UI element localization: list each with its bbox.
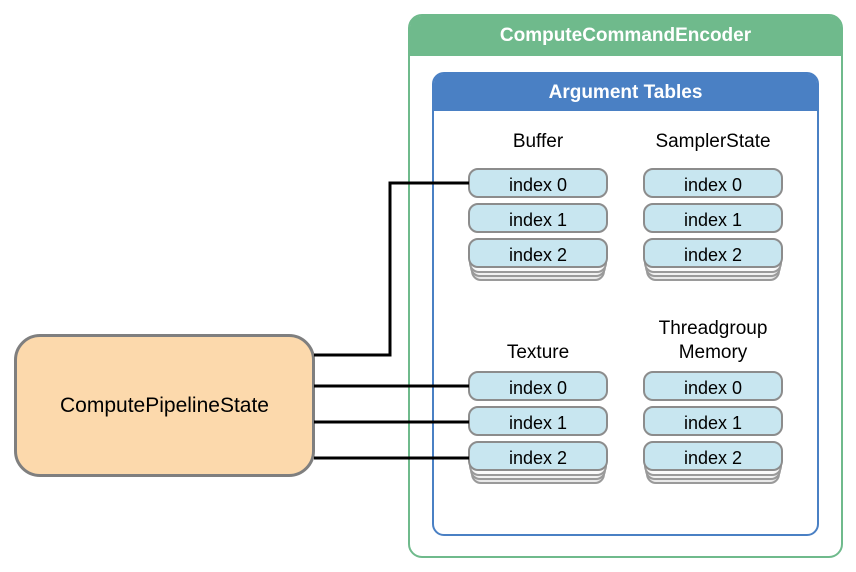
samplerstate-slot-index-1: index 1	[643, 203, 783, 233]
table-title-buffer: Buffer	[512, 131, 564, 152]
compute-pipeline-state-box: ComputePipelineState	[14, 334, 315, 477]
buffer-slot-index-1: index 1	[468, 203, 608, 233]
buffer-slot-index-0: index 0	[468, 168, 608, 198]
texture-slot-index-0: index 0	[468, 371, 608, 401]
argument-table-threadgroup-memory: Threadgroup Memory index 0 index 1 index…	[643, 304, 783, 484]
table-title-samplerstate: SamplerState	[655, 131, 771, 152]
compute-pipeline-state-label: ComputePipelineState	[60, 393, 269, 417]
buffer-slot-index-2: index 2	[468, 238, 608, 268]
table-title-texture: Texture	[506, 342, 570, 363]
threadgroup-slot-index-1: index 1	[643, 406, 783, 436]
argument-table-texture: Texture index 0 index 1 index 2	[468, 304, 608, 484]
slot-stack-samplerstate: index 0 index 1 index 2	[643, 168, 783, 281]
threadgroup-slot-index-2: index 2	[643, 441, 783, 471]
slot-stack-threadgroup-memory: index 0 index 1 index 2	[643, 371, 783, 484]
argument-table-samplerstate: SamplerState index 0 index 1 index 2	[643, 130, 783, 281]
samplerstate-slot-index-2: index 2	[643, 238, 783, 268]
argument-tables-title: Argument Tables	[434, 74, 817, 111]
threadgroup-slot-index-0: index 0	[643, 371, 783, 401]
table-title-threadgroup-memory: Threadgroup Memory	[658, 318, 768, 363]
texture-slot-index-1: index 1	[468, 406, 608, 436]
slot-stack-texture: index 0 index 1 index 2	[468, 371, 608, 484]
slot-stack-buffer: index 0 index 1 index 2	[468, 168, 608, 281]
texture-slot-index-2: index 2	[468, 441, 608, 471]
argument-table-buffer: Buffer index 0 index 1 index 2	[468, 130, 608, 281]
samplerstate-slot-index-0: index 0	[643, 168, 783, 198]
compute-command-encoder-title: ComputeCommandEncoder	[410, 16, 841, 56]
